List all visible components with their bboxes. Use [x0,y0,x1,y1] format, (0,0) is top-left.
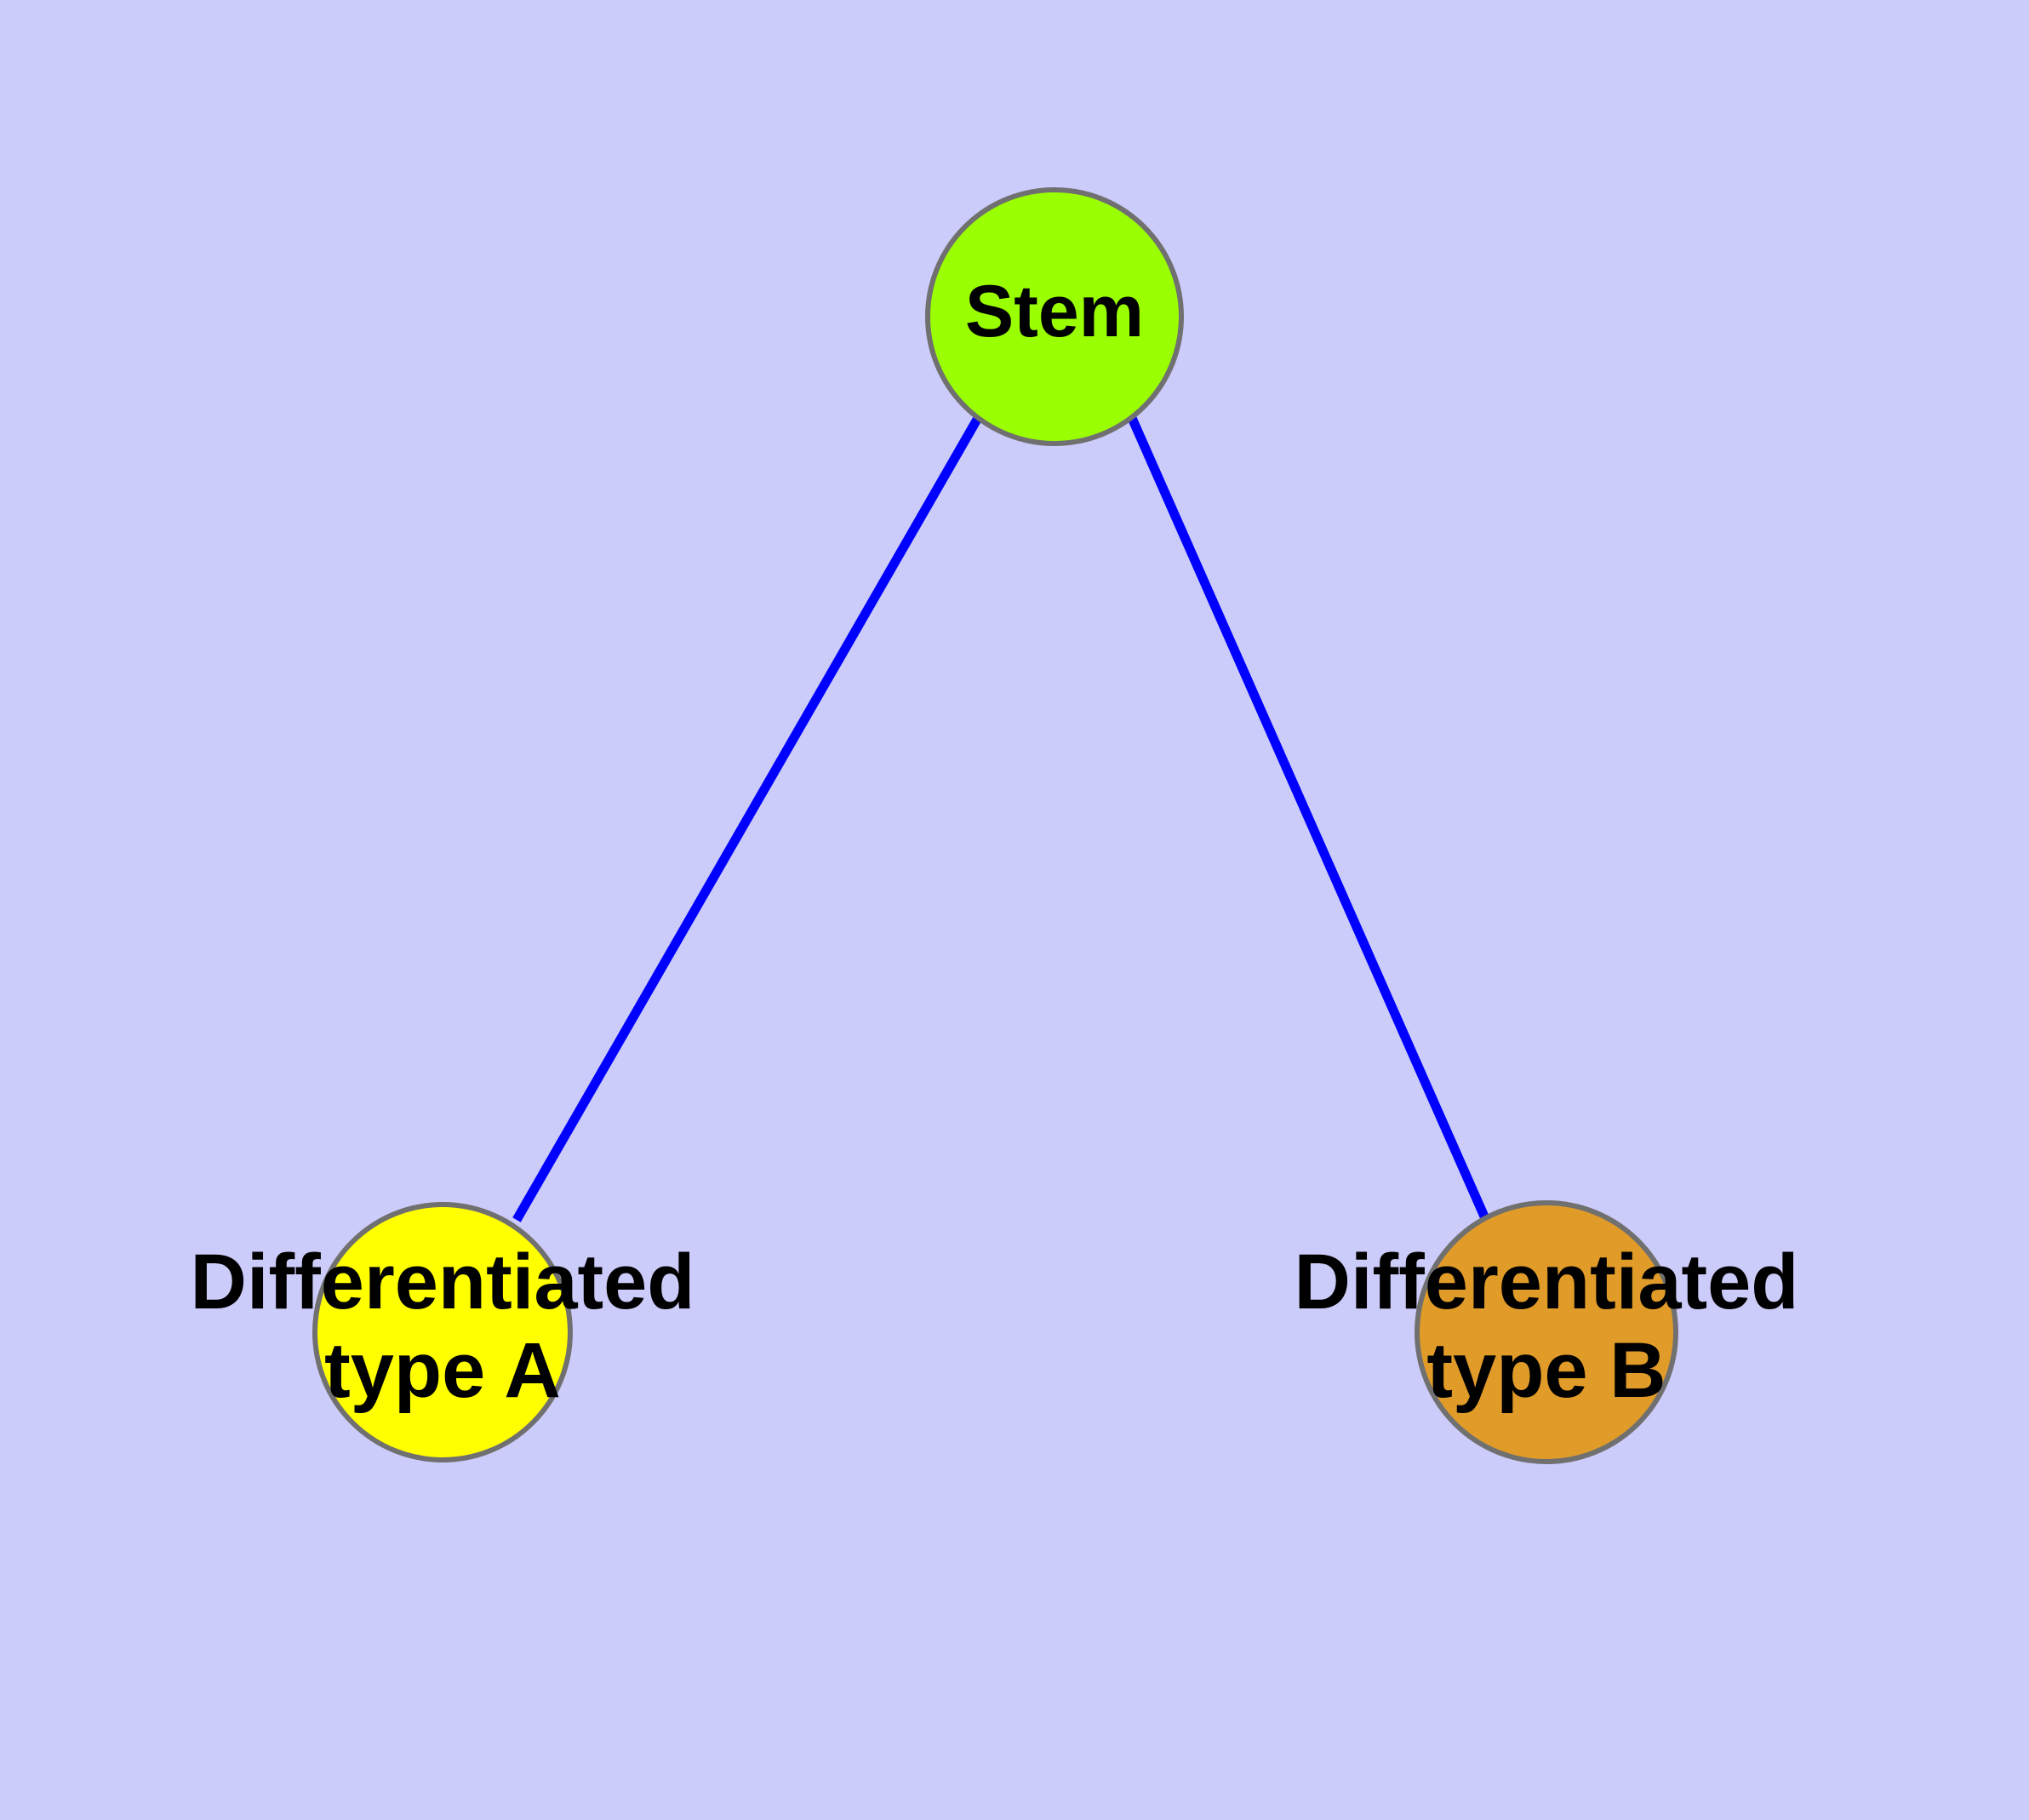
node-diff-b[interactable] [1415,1200,1678,1464]
node-label-line: Stem [965,271,1144,352]
edges-layer [512,415,1493,1227]
node-label-line: Differentiated [1295,1239,1799,1325]
edge-stem-to-diff-b[interactable] [1127,415,1493,1227]
node-label-stem: Stem [965,271,1144,352]
node-label-line: type A [324,1327,561,1414]
node-label-line: Differentiated [191,1239,695,1325]
node-diff-a[interactable] [312,1202,573,1462]
node-stem[interactable] [925,187,1184,446]
edge-stem-to-diff-a[interactable] [512,415,982,1222]
nodes-layer [312,187,1678,1464]
node-label-line: type B [1426,1327,1666,1414]
